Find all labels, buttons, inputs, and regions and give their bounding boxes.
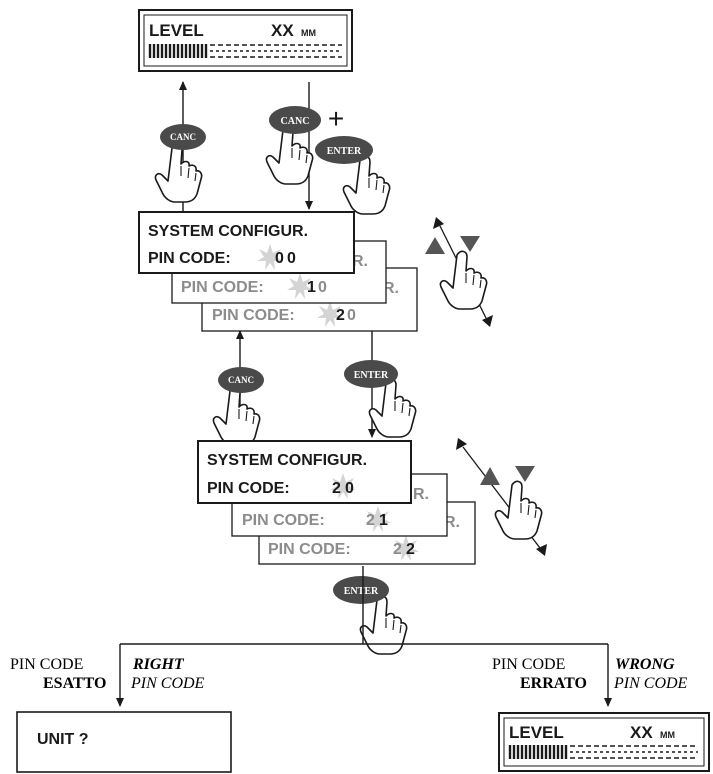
pin-digit-second: 0 <box>345 480 354 497</box>
canc-button-middle[interactable]: CANC <box>212 367 264 446</box>
pin-digit-first: 2 <box>393 541 402 558</box>
outcome-right-it-line2: ESATTO <box>43 675 107 692</box>
pin-title: SYSTEM CONFIGUR. <box>207 452 367 469</box>
level-label: LEVEL <box>509 723 564 742</box>
enter-label: ENTER <box>327 146 362 157</box>
canc-button-top[interactable]: CANC <box>154 124 206 203</box>
canc-button-combo[interactable]: CANC <box>265 106 321 185</box>
up-arrow-icon <box>425 237 445 254</box>
pin-title-tail: R. <box>444 514 460 531</box>
outcome-wrong-en-line2: PIN CODE <box>614 675 688 692</box>
down-arrow-icon <box>515 466 535 482</box>
level-display-top: LEVEL XX MM <box>138 9 353 72</box>
level-value: XX <box>630 723 653 742</box>
pin-label: PIN CODE: <box>212 307 295 324</box>
enter-button-middle[interactable]: ENTER <box>344 360 417 438</box>
pin-digit-second: 1 <box>379 512 388 529</box>
outcome-wrong-it-line1: PIN CODE <box>492 656 566 673</box>
level-unit: MM <box>660 730 675 740</box>
level-label: LEVEL <box>149 21 204 40</box>
pin-title-tail: R. <box>352 253 368 270</box>
outcome-right-en-line2: PIN CODE <box>131 675 205 692</box>
pin-screen-2: R. PIN CODE: 2 2 R. PIN CODE: 2 1 SYSTEM… <box>197 440 476 565</box>
pin-digit-first: 0 <box>275 250 284 267</box>
canc-label: CANC <box>228 375 254 385</box>
plus-sign: + <box>328 103 344 134</box>
level-bar-graph <box>148 44 342 58</box>
pin-label: PIN CODE: <box>207 480 290 497</box>
pin-digit-first: 1 <box>307 279 316 296</box>
level-unit: MM <box>301 28 316 38</box>
pin-label: PIN CODE: <box>242 512 325 529</box>
enter-button-bottom[interactable]: ENTER <box>333 576 408 655</box>
canc-label: CANC <box>281 116 310 127</box>
pin-digit-second: 2 <box>406 541 415 558</box>
outcome-right-it-line1: PIN CODE <box>10 656 84 673</box>
pin-title-tail: R. <box>383 280 399 297</box>
down-arrow-icon <box>460 236 480 252</box>
pin-label: PIN CODE: <box>268 541 351 558</box>
pin-label: PIN CODE: <box>181 279 264 296</box>
pin-digit-first: 2 <box>332 480 341 497</box>
enter-label: ENTER <box>354 370 389 381</box>
pin-screen-1: R. PIN CODE: 2 0 R. PIN CODE: 1 0 SYSTEM… <box>138 211 418 332</box>
level-display-bottom: LEVEL XX MM <box>498 712 710 772</box>
up-down-keys-2[interactable] <box>456 438 547 556</box>
pin-digit-second: 0 <box>347 307 356 324</box>
pin-digit-second: 0 <box>287 250 296 267</box>
outcome-wrong-en-line1: WRONG <box>615 656 675 673</box>
pin-digit-second: 0 <box>318 279 327 296</box>
pin-title-tail: R. <box>413 486 429 503</box>
enter-button-combo[interactable]: ENTER <box>315 136 391 215</box>
outcome-right-en-line1: RIGHT <box>133 656 184 673</box>
enter-label: ENTER <box>344 586 379 597</box>
outcome-wrong-it-line2: ERRATO <box>520 675 587 692</box>
pin-label: PIN CODE: <box>148 250 231 267</box>
pin-digit-first: 2 <box>336 307 345 324</box>
unit-text: UNIT ? <box>37 731 89 748</box>
up-arrow-icon <box>480 467 500 485</box>
branch-connector <box>116 566 612 707</box>
canc-label: CANC <box>170 132 196 142</box>
pin-digit-first: 2 <box>366 512 375 529</box>
pin-title: SYSTEM CONFIGUR. <box>148 223 308 240</box>
up-down-keys-1[interactable] <box>425 217 493 327</box>
level-value: XX <box>271 21 294 40</box>
unit-display: UNIT ? <box>16 711 232 773</box>
level-bar-graph <box>508 745 698 759</box>
